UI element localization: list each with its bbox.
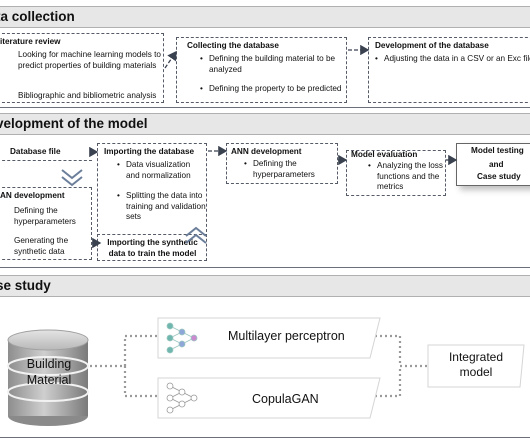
importing-database-box: Importing the database Data visualizatio… <box>97 143 207 237</box>
box-item: Bibliographic and bibliometric analysis <box>18 91 157 100</box>
flow-arrow <box>164 50 177 69</box>
box-item: Defining the hyperparameters <box>244 159 333 180</box>
box-title-line: and <box>489 160 504 169</box>
box-item: Adjusting the data in a CSV or an Exc fi… <box>375 54 530 65</box>
section-title: se study <box>0 278 51 293</box>
box-title: iterature review <box>0 37 61 46</box>
down-chevron-icon <box>61 169 83 187</box>
collecting-database-box: Collecting the database Defining the bui… <box>176 37 347 103</box>
model-testing-box: Model testing and Case study <box>456 143 530 186</box>
box-title-line: Model testing <box>471 146 524 155</box>
database-file-box: Database file <box>0 143 92 161</box>
box-title: ANN development <box>231 147 302 156</box>
section-frame <box>0 27 530 108</box>
box-title: Database file <box>10 147 61 156</box>
copulagan-box <box>157 377 381 419</box>
mlp-label: Multilayer perceptron <box>228 329 345 343</box>
box-item: Generating the synthetic data <box>14 236 69 256</box>
copulagan-label: CopulaGAN <box>252 392 319 406</box>
section-frame <box>0 134 530 268</box>
box-title: Model evaluation <box>351 150 418 159</box>
section-title: ta collection <box>0 9 75 24</box>
box-title: Importing the database <box>104 147 195 156</box>
section-header-case-study: se study <box>0 275 530 297</box>
neural-network-icon-gan <box>166 382 198 414</box>
box-item: Defining the building material to be ana… <box>200 54 339 75</box>
model-evaluation-box: Model evaluation Analyzing the loss func… <box>346 150 446 196</box>
box-item: Defining the hyperparameters <box>14 206 76 226</box>
box-item: Data visualization and normalization <box>117 160 206 181</box>
box-item: Splitting the data into training and val… <box>117 191 206 223</box>
box-title: Development of the database <box>375 41 489 50</box>
database-icon <box>7 329 89 426</box>
box-item: Looking for machine learning models to p… <box>18 50 161 70</box>
integrated-box <box>427 344 525 388</box>
importing-synthetic-box: Importing the synthetic data to train th… <box>97 234 207 261</box>
section-title: velopment of the model <box>0 116 148 131</box>
integrated-label: Integrated model <box>448 350 504 379</box>
ann-development-left-box: AN development Defining the hyperparamet… <box>0 187 92 260</box>
up-chevron-icon <box>185 226 207 244</box>
section-frame <box>0 296 530 438</box>
box-title-line: Case study <box>477 172 521 181</box>
box-title: AN development <box>0 191 65 200</box>
section-header-data-collection: ta collection <box>0 6 530 28</box>
development-database-box: Development of the database Adjusting th… <box>368 37 530 103</box>
box-item: Analyzing the loss functions and the met… <box>368 161 447 193</box>
section-header-model-development: velopment of the model <box>0 113 530 135</box>
mlp-box <box>157 317 381 359</box>
box-title: Collecting the database <box>187 41 279 50</box>
database-label: Building Material <box>26 357 72 387</box>
ann-development-box: ANN development Defining the hyperparame… <box>226 143 338 184</box>
box-item: Defining the property to be predicted <box>200 84 349 95</box>
literature-review-box: iterature review Looking for machine lea… <box>0 33 164 103</box>
box-title: Importing the synthetic data to train th… <box>107 238 198 258</box>
neural-network-icon-mlp <box>166 322 198 354</box>
dotted-connector <box>90 334 430 398</box>
